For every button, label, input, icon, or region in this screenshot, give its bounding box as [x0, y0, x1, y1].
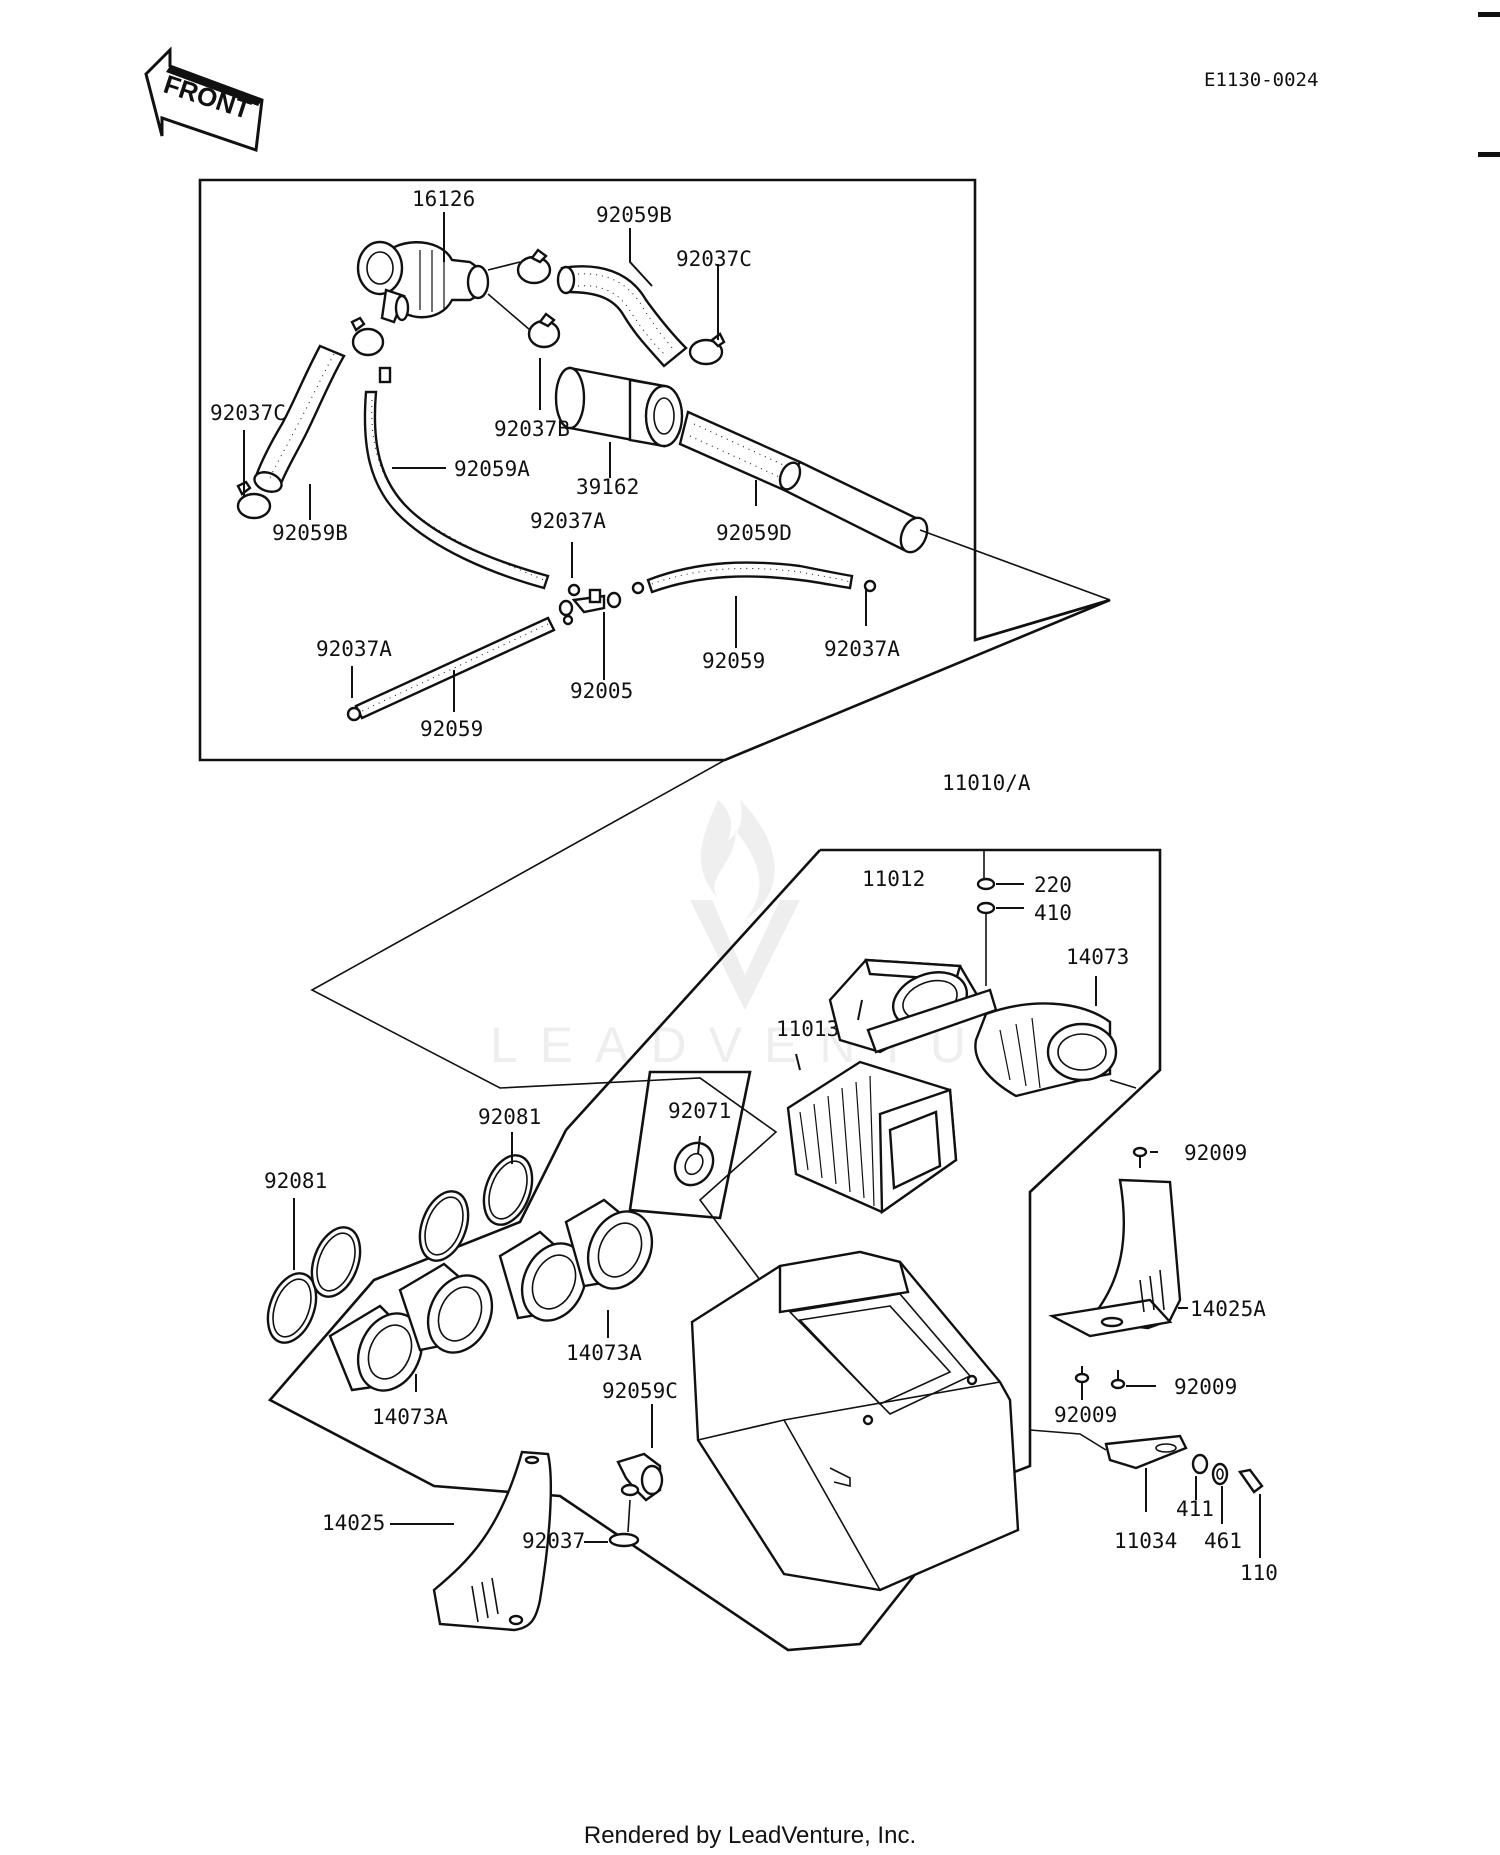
hose-92059D [678, 410, 929, 554]
label-92059C: 92059C [602, 1379, 678, 1403]
hose-92059B-top [556, 265, 688, 368]
label-92059-right: 92059 [702, 649, 765, 673]
elbow-hose-92059C [616, 1452, 664, 1502]
filter-39162 [554, 366, 684, 448]
bracket-11034 [1104, 1434, 1188, 1470]
lower-group-border [267, 848, 1162, 1652]
edge-mark [1478, 152, 1500, 157]
assembly-guide-line [310, 759, 778, 1281]
footer-credit: Rendered by LeadVenture, Inc. [583, 1822, 917, 1849]
label-11012: 11012 [862, 867, 925, 891]
label-92081-left: 92081 [264, 1169, 327, 1193]
lower-border-left-edge [565, 849, 821, 1131]
label-92059A: 92059A [454, 457, 530, 481]
label-92037A-mid: 92037A [530, 509, 606, 533]
clamp-small-92037A [346, 579, 877, 722]
label-92037B: 92037B [494, 417, 570, 441]
grommet-inset-box [628, 1070, 752, 1220]
label-92009-right: 92009 [1174, 1375, 1237, 1399]
hose-92059-left [354, 616, 556, 720]
washer-411 [1191, 1453, 1209, 1475]
label-14025: 14025 [322, 1511, 385, 1535]
label-110: 110 [1240, 1561, 1278, 1585]
hose-92059-right [646, 561, 854, 594]
duct-14073 [974, 1002, 1118, 1098]
label-14025A: 14025A [1190, 1297, 1266, 1321]
nut-461 [1211, 1462, 1229, 1486]
upper-border-corner [974, 598, 1111, 642]
t-joint-92005 [558, 588, 622, 617]
side-cover-14025 [432, 1450, 553, 1632]
label-411: 411 [1176, 1497, 1214, 1521]
label-11013: 11013 [776, 1017, 839, 1041]
label-39162: 39162 [576, 475, 639, 499]
air-filter-11013 [786, 1060, 958, 1215]
label-92059-left: 92059 [420, 717, 483, 741]
label-461: 461 [1204, 1529, 1242, 1553]
label-92071: 92071 [668, 1099, 731, 1123]
label-220: 220 [1034, 873, 1072, 897]
duct-guide-line [1109, 1079, 1137, 1089]
upper-group-border [198, 178, 1111, 762]
screw-220 [976, 877, 1024, 891]
cover-11012 [828, 958, 998, 1054]
leader-lines [243, 212, 1097, 1448]
clamp-92037 [584, 1532, 640, 1548]
grommet-92071 [673, 1141, 715, 1187]
label-16126: 16126 [412, 187, 475, 211]
clamp-92037B-mid [527, 312, 561, 349]
fastener-leads [1145, 1468, 1261, 1558]
label-11034: 11034 [1114, 1529, 1177, 1553]
label-92009-bottom: 92009 [1054, 1403, 1117, 1427]
doc-id: E1130-0024 [1204, 69, 1318, 91]
clamp-92037C-left-top [350, 316, 385, 357]
washer-410 [976, 901, 1024, 915]
label-92059B-top: 92059B [596, 203, 672, 227]
label-14073: 14073 [1066, 945, 1129, 969]
label-410: 410 [1034, 901, 1072, 925]
clamp-92037C-right [688, 332, 726, 366]
label-92037: 92037 [522, 1529, 585, 1553]
hose-92059B-left [253, 344, 346, 493]
bracket-guide-line [1029, 1429, 1107, 1451]
seal-rings-92081 [266, 1154, 534, 1344]
elbow-guide-line [627, 1499, 631, 1533]
edge-mark [1478, 12, 1500, 17]
label-11010A: 11010/A [942, 771, 1031, 795]
label-92037A-left: 92037A [316, 637, 392, 661]
label-92037C-left: 92037C [210, 401, 286, 425]
lower-part-labels: 11010/A 11012 220 410 14073 11013 92071 … [264, 771, 1278, 1585]
front-arrow-icon: FRONT [144, 46, 264, 153]
bolt-110 [1237, 1468, 1264, 1494]
label-92059D: 92059D [716, 521, 792, 545]
label-92009-top: 92009 [1184, 1141, 1247, 1165]
label-14073A-left: 14073A [372, 1405, 448, 1429]
upper-part-labels: 16126 92059B 92037C 92037C 92037B 92059A… [210, 187, 900, 741]
label-92037A-right: 92037A [824, 637, 900, 661]
air-box-housing [690, 1250, 1020, 1592]
label-92059B-left: 92059B [272, 521, 348, 545]
clamp-guide-lines [487, 261, 531, 331]
screw-92009 [1074, 1146, 1158, 1400]
label-92081-top: 92081 [478, 1105, 541, 1129]
clamp-92037B-top [516, 248, 552, 285]
upper-guide-line [919, 529, 1111, 601]
label-14073A-right: 14073A [566, 1341, 642, 1365]
air-valve-16126 [356, 240, 490, 324]
hose-92059A [363, 366, 550, 590]
label-92037C-right: 92037C [676, 247, 752, 271]
intake-boots-14073A [328, 1198, 654, 1392]
label-92005: 92005 [570, 679, 633, 703]
bracket-14025A [1048, 1178, 1182, 1338]
